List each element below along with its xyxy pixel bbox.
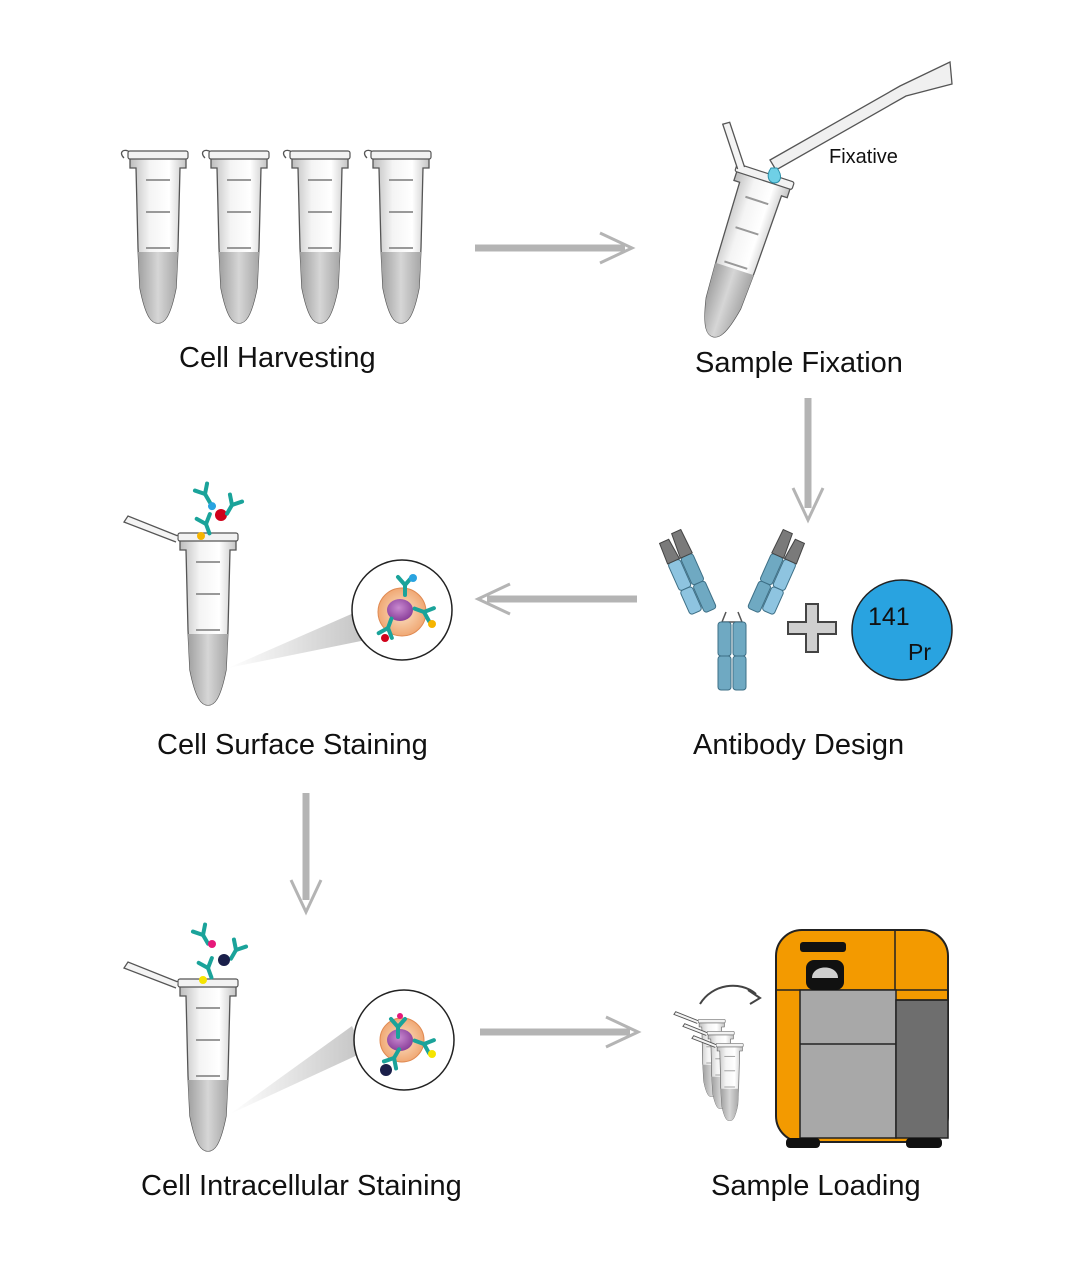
metal-tag-mass: 141 xyxy=(868,603,910,631)
intracellular-antibodies-falling xyxy=(190,922,249,984)
metal-tag-disc xyxy=(851,579,953,681)
plus-sign xyxy=(787,603,837,653)
caption-cell-harvesting: Cell Harvesting xyxy=(179,342,376,374)
metal-tag-circle: 141 Pr xyxy=(851,579,953,681)
curved-arrow-icon xyxy=(699,984,762,1005)
loading-tubes xyxy=(673,1011,744,1122)
caption-sample-fixation: Sample Fixation xyxy=(695,347,903,379)
surface-antibodies-falling xyxy=(192,481,245,540)
arrow-fixation-to-antibody xyxy=(791,398,825,524)
label-fixative: Fixative xyxy=(829,146,898,168)
harvesting-tube-2 xyxy=(201,149,270,324)
harvesting-tube-1 xyxy=(120,149,189,324)
caption-sample-loading: Sample Loading xyxy=(711,1170,921,1202)
arrow-harvest-to-fixation xyxy=(475,231,636,265)
caption-antibody-design: Antibody Design xyxy=(693,729,905,761)
fixation-tube xyxy=(683,121,796,347)
metal-tag-symbol: Pr xyxy=(908,639,931,665)
intracellular-beam xyxy=(230,1026,364,1114)
surface-beam xyxy=(228,612,366,668)
caption-cell-surface-staining: Cell Surface Staining xyxy=(157,729,428,761)
surface-cell-zoom xyxy=(351,559,453,661)
intracellular-cell-zoom xyxy=(353,989,455,1091)
arrow-surface-to-intracellular xyxy=(289,793,323,916)
harvesting-tube-3 xyxy=(282,149,351,324)
caption-cell-intracellular-staining: Cell Intracellular Staining xyxy=(141,1170,462,1202)
intracellular-tube xyxy=(123,961,239,1152)
pipette xyxy=(767,61,953,184)
harvesting-tube-4 xyxy=(363,149,432,324)
surface-tube xyxy=(123,515,239,706)
mass-cytometer-instrument xyxy=(775,929,949,1148)
antibody-structure xyxy=(658,528,806,691)
arrow-antibody-to-surface xyxy=(474,582,637,616)
arrow-intracellular-to-loading xyxy=(480,1015,642,1049)
